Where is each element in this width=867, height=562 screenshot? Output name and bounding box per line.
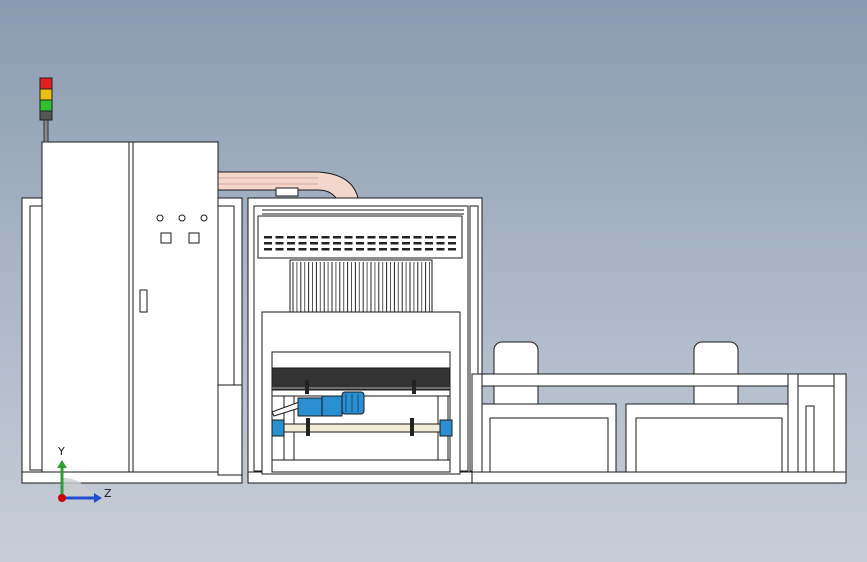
vent-slot (275, 248, 284, 251)
vent-slot (356, 236, 364, 239)
vent-slot (436, 242, 445, 245)
vent-slot (390, 236, 399, 239)
indicator-lamp-2 (178, 214, 186, 222)
indicator-lamp-1 (156, 214, 164, 222)
z-axis-label: Z (104, 487, 112, 500)
vent-slot (402, 236, 410, 239)
vent-slot (448, 248, 456, 251)
control-button-2 (188, 232, 200, 244)
vent-slot (356, 248, 364, 251)
vent-slot (344, 242, 353, 245)
vent-slot (436, 236, 445, 239)
outfeed-conveyor (471, 341, 847, 484)
vent-slot (367, 236, 376, 239)
vent-slot (402, 242, 410, 245)
vent-slot (379, 248, 387, 251)
vent-slot (379, 242, 387, 245)
y-axis-label: Y (57, 445, 65, 458)
control-button-1 (160, 232, 172, 244)
vent-hood (257, 215, 463, 259)
vent-slot (425, 248, 433, 251)
vent-slot (298, 242, 307, 245)
vent-slot (321, 248, 330, 251)
vent-slot (275, 242, 284, 245)
stack-light-green (39, 99, 53, 112)
cabinet-handle (139, 289, 148, 313)
vent-slot (413, 248, 422, 251)
stack-light-yellow (39, 88, 53, 101)
vent-slot (344, 236, 353, 239)
exhaust-duct (217, 171, 359, 199)
vent-slot (390, 248, 399, 251)
indicator-lamp-3 (200, 214, 208, 222)
vent-slot (333, 236, 341, 239)
vent-slot (287, 248, 295, 251)
vent-slot (333, 242, 341, 245)
stack-light (39, 77, 53, 143)
vent-slot (402, 248, 410, 251)
vent-slot (264, 242, 272, 245)
vent-slot (413, 236, 422, 239)
vent-slot (436, 248, 445, 251)
vent-slot (356, 242, 364, 245)
vent-slot (310, 248, 318, 251)
vent-slot (264, 248, 272, 251)
conveyor-belt (271, 367, 451, 391)
coordinate-triad: Y Z (57, 445, 112, 503)
vent-slot (333, 248, 341, 251)
drive-shaft (271, 418, 453, 437)
vent-slot (448, 242, 456, 245)
vent-slot (298, 236, 307, 239)
vent-slot (379, 236, 387, 239)
drive-motor (271, 391, 365, 417)
vent-slot (448, 236, 456, 239)
vent-slot (367, 248, 376, 251)
vent-slot (425, 236, 433, 239)
vent-slot (321, 242, 330, 245)
vent-slot (367, 242, 376, 245)
vent-slot (287, 242, 295, 245)
vent-slot (310, 236, 318, 239)
vent-slot (298, 248, 307, 251)
stack-light-red (39, 77, 53, 90)
vent-slot (310, 242, 318, 245)
vent-slot (344, 248, 353, 251)
vent-slot (425, 242, 433, 245)
electrical-cabinet (41, 141, 219, 473)
vent-slot (413, 242, 422, 245)
vent-slot (275, 236, 284, 239)
vent-slot (287, 236, 295, 239)
vent-slots (264, 236, 456, 251)
vent-slot (390, 242, 399, 245)
vent-slot (321, 236, 330, 239)
vent-slot (264, 236, 272, 239)
